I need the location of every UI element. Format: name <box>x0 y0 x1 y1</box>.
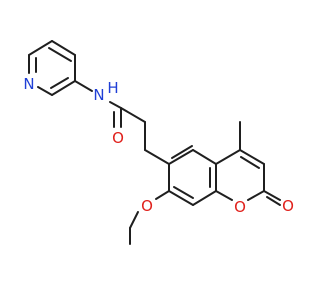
amide-nitrogen-label: N <box>93 86 104 104</box>
bond <box>28 40 53 56</box>
bond <box>109 101 122 109</box>
bond <box>215 190 233 201</box>
bond <box>50 77 69 89</box>
bond <box>171 145 193 159</box>
amide-hydrogen-label: H <box>107 79 118 97</box>
molecule-svg: N N H O O O O <box>23 40 294 245</box>
bond <box>37 86 53 96</box>
bond <box>266 196 281 206</box>
bond <box>51 40 76 56</box>
bond <box>129 211 139 229</box>
bond <box>144 149 170 165</box>
carbonyl-oxygen-label: O <box>112 129 124 147</box>
bond <box>48 47 72 62</box>
bond <box>192 190 217 206</box>
bond <box>239 149 265 165</box>
pyranone-ring <box>215 149 265 201</box>
bond <box>240 156 260 169</box>
ring-oxygen-label: O <box>234 198 246 216</box>
methoxy-oxygen-label: O <box>141 197 153 215</box>
molecule-structure-diagram: N N H O O O O <box>23 40 294 245</box>
bond <box>51 80 76 96</box>
bond <box>263 190 281 201</box>
benzene-ring <box>168 145 217 206</box>
bond <box>247 190 265 201</box>
pyridine-nitrogen-label: N <box>23 75 34 93</box>
bond <box>168 149 194 165</box>
bond <box>215 149 241 165</box>
bond <box>74 80 93 92</box>
bond <box>192 149 217 165</box>
lactone-oxygen-label: O <box>282 197 294 215</box>
bond <box>120 107 146 123</box>
bond <box>173 186 194 199</box>
bond <box>168 190 194 206</box>
pyridine-ring <box>28 40 76 96</box>
bond <box>155 190 170 200</box>
